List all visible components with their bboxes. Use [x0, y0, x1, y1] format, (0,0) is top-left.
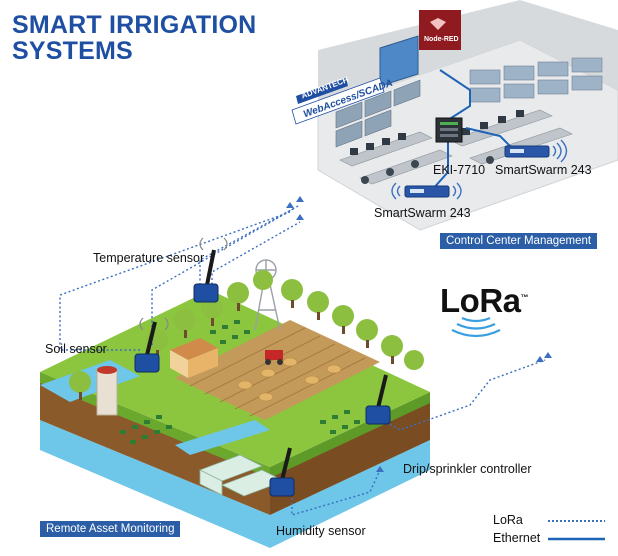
drip-controller-label: Drip/sprinkler controller: [403, 462, 532, 476]
silo: [96, 366, 118, 416]
lora-logo-text: LoRa: [440, 282, 521, 319]
lora-logo-trademark: ™: [520, 293, 529, 302]
trees: [69, 270, 424, 400]
control-center-room: [317, 0, 618, 231]
smartswarm-left-device: [391, 182, 462, 200]
eki-7710-label: EKI-7710: [433, 163, 486, 177]
humidity-sensor-label: Humidity sensor: [276, 524, 366, 538]
greenhouses: [199, 454, 285, 497]
nodered-label: Node-RED: [424, 36, 459, 43]
nodered-badge: [419, 10, 461, 50]
smartswarm-left-label: SmartSwarm 243: [374, 206, 471, 220]
lora-logo: LoRa™: [440, 282, 528, 320]
page-title: SMART IRRIGATION SYSTEMS: [12, 12, 256, 64]
title-line-2: SYSTEMS: [12, 37, 133, 65]
remote-asset-tag: Remote Asset Monitoring: [40, 521, 181, 537]
webaccess-banner: [291, 77, 385, 125]
soil-sensor-device: [134, 317, 169, 373]
lora-waves-icon: [451, 316, 501, 338]
legend-ethernet-label: Ethernet: [493, 531, 541, 545]
tractor: [265, 350, 283, 365]
barn: [170, 338, 218, 378]
temperature-sensor-device: [193, 237, 228, 303]
temperature-sensor-label: Temperature sensor: [93, 251, 205, 265]
smartswarm-right-label: SmartSwarm 243: [495, 163, 592, 177]
drip-controller-device: [365, 374, 391, 425]
soil-sensor-label: Soil sensor: [45, 342, 107, 356]
eki-7710-switch: [435, 117, 463, 143]
title-line-1: SMART IRRIGATION: [12, 11, 257, 39]
lora-arrows: [286, 196, 552, 472]
smartswarm-right-device: [504, 139, 568, 163]
farm-island: [40, 259, 430, 548]
humidity-sensor-device: [269, 447, 295, 497]
legend-lora-label: LoRa: [493, 513, 523, 527]
control-center-tag: Control Center Management: [440, 233, 598, 249]
